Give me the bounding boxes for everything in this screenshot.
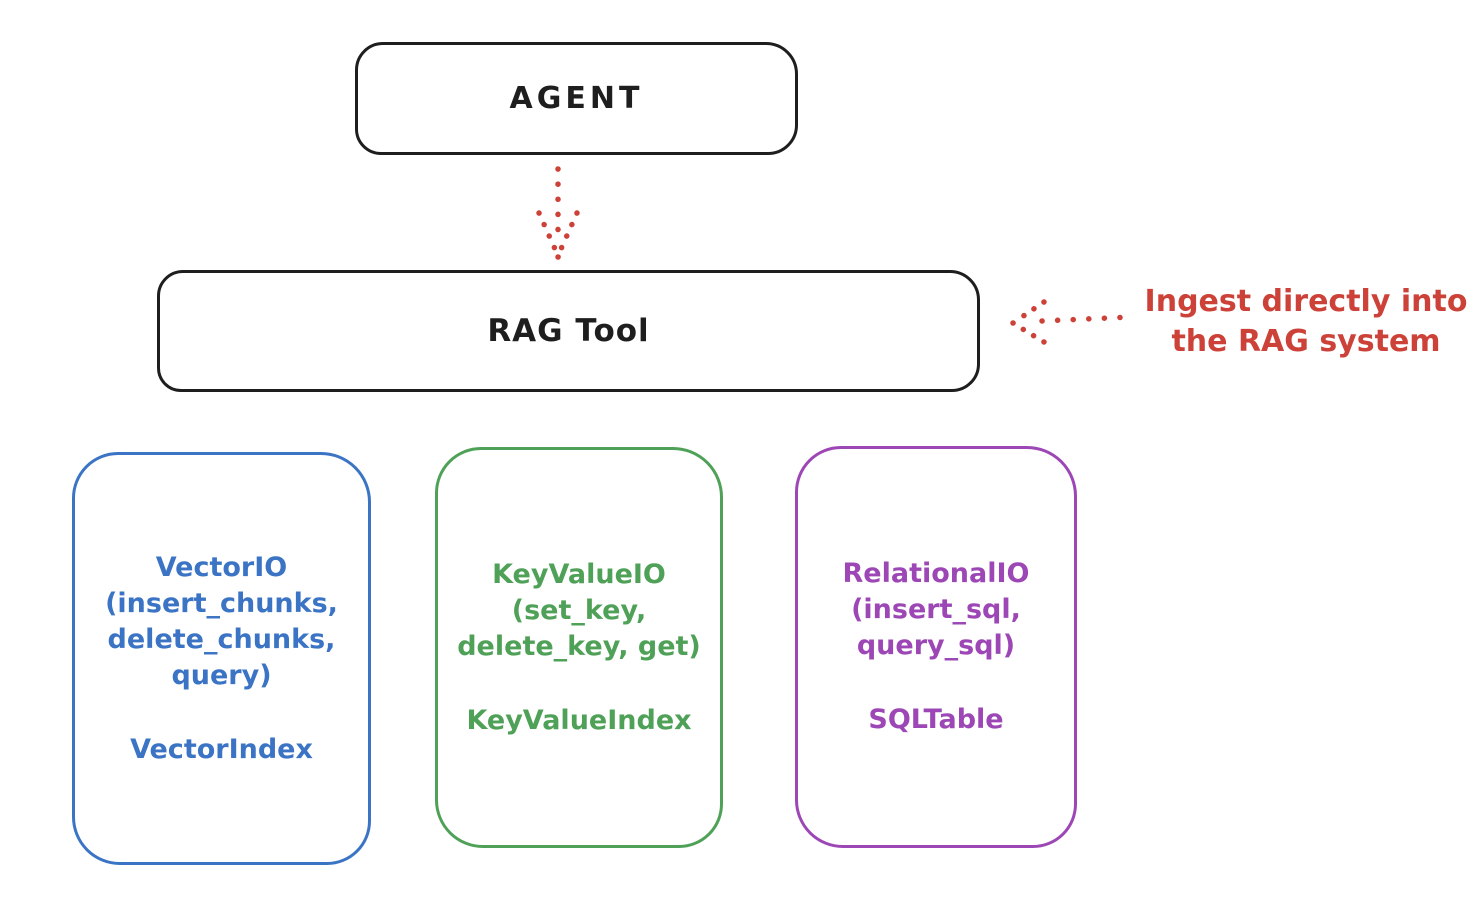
vector-io-line: delete_chunks, xyxy=(107,623,336,655)
vector-io-line: VectorIO xyxy=(155,551,288,583)
ingest-annotation-arrow xyxy=(1010,299,1134,345)
agent-label: AGENT xyxy=(509,81,644,116)
vector-io-box: VectorIO (insert_chunks, delete_chunks, … xyxy=(72,452,371,865)
agent-to-ragtool-arrow xyxy=(536,166,580,260)
agent-node: AGENT xyxy=(355,42,798,155)
keyvalue-io-line: (set_key, xyxy=(511,594,647,626)
relational-io-box: RelationalIO (insert_sql, query_sql) SQL… xyxy=(795,446,1077,848)
keyvalue-io-title-block: KeyValueIO (set_key, delete_key, get) xyxy=(457,557,701,665)
vector-io-line: query) xyxy=(171,659,272,691)
ingest-annotation: Ingest directly into the RAG system xyxy=(1138,282,1474,362)
keyvalue-io-box: KeyValueIO (set_key, delete_key, get) Ke… xyxy=(435,447,723,848)
relational-io-line: (insert_sql, xyxy=(851,594,1021,625)
relational-io-line: query_sql) xyxy=(856,630,1016,661)
vector-index-label: VectorIndex xyxy=(130,733,313,765)
keyvalue-io-line: KeyValueIO xyxy=(492,558,666,590)
ingest-annotation-line1: Ingest directly into xyxy=(1144,284,1468,319)
vector-io-title-block: VectorIO (insert_chunks, delete_chunks, … xyxy=(105,550,338,694)
sql-table-label: SQLTable xyxy=(868,704,1004,735)
rag-tool-node: RAG Tool xyxy=(157,270,980,392)
ingest-annotation-line2: the RAG system xyxy=(1171,324,1441,359)
relational-io-title-block: RelationalIO (insert_sql, query_sql) xyxy=(843,556,1030,664)
relational-io-line: RelationalIO xyxy=(842,558,1030,589)
keyvalue-index-label: KeyValueIndex xyxy=(466,704,692,736)
vector-io-line: (insert_chunks, xyxy=(105,587,338,619)
keyvalue-io-line: delete_key, get) xyxy=(457,630,701,662)
rag-tool-label: RAG Tool xyxy=(487,313,650,349)
